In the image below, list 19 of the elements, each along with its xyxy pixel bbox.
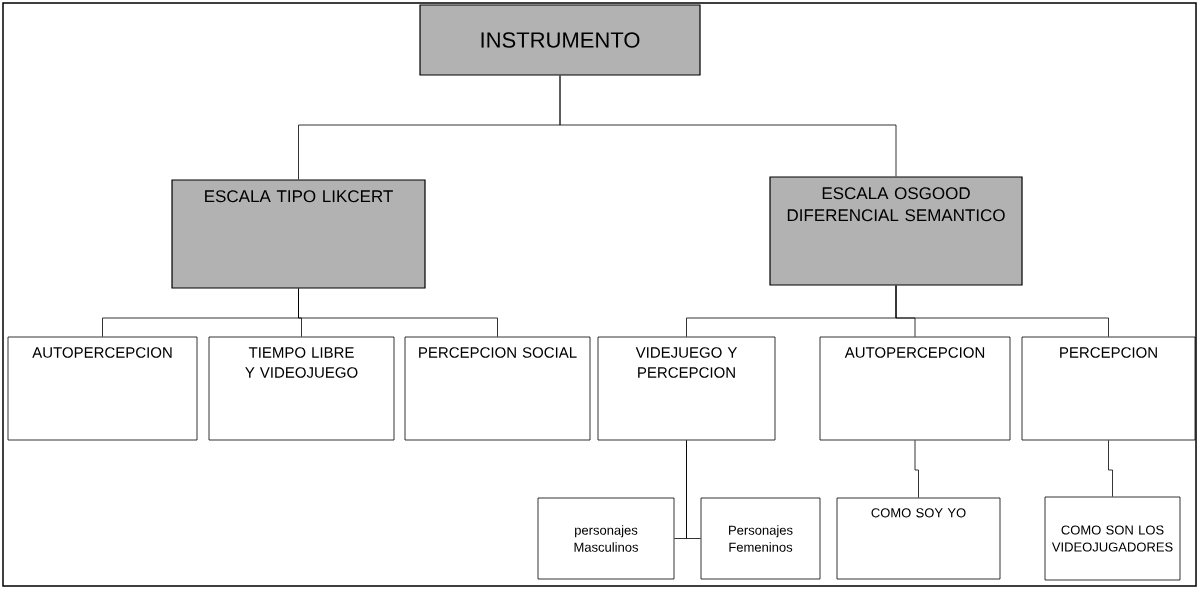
connector-line — [559, 75, 897, 177]
category-box: PERCEPCION — [1021, 336, 1196, 441]
heading-box: INSTRUMENTO — [419, 4, 701, 76]
category-box: TIEMPO LIBRE Y VIDEOJUEGO — [208, 336, 395, 441]
connector-line — [914, 440, 919, 498]
connector-line — [895, 285, 1109, 337]
heading-box: ESCALA TIPO LIKCERT — [171, 179, 426, 289]
category-box: personajes Masculinos — [537, 497, 675, 580]
category-box: AUTOPERCEPCION — [7, 336, 198, 441]
category-box: AUTOPERCEPCION — [819, 336, 1011, 441]
connector-line — [1108, 440, 1113, 497]
category-box: COMO SOY YO — [836, 497, 1001, 580]
category-box: VIDEJUEGO Y PERCEPCION — [597, 336, 776, 441]
category-box: PERCEPCION SOCIAL — [404, 336, 591, 441]
category-box: COMO SON LOS VIDEOJUGADORES — [1044, 496, 1181, 581]
connector-line — [686, 440, 701, 539]
category-box: Personajes Femeninos — [700, 497, 821, 580]
heading-box: ESCALA OSGOOD DIFERENCIAL SEMANTICO — [769, 176, 1023, 286]
connector-line — [298, 288, 498, 337]
